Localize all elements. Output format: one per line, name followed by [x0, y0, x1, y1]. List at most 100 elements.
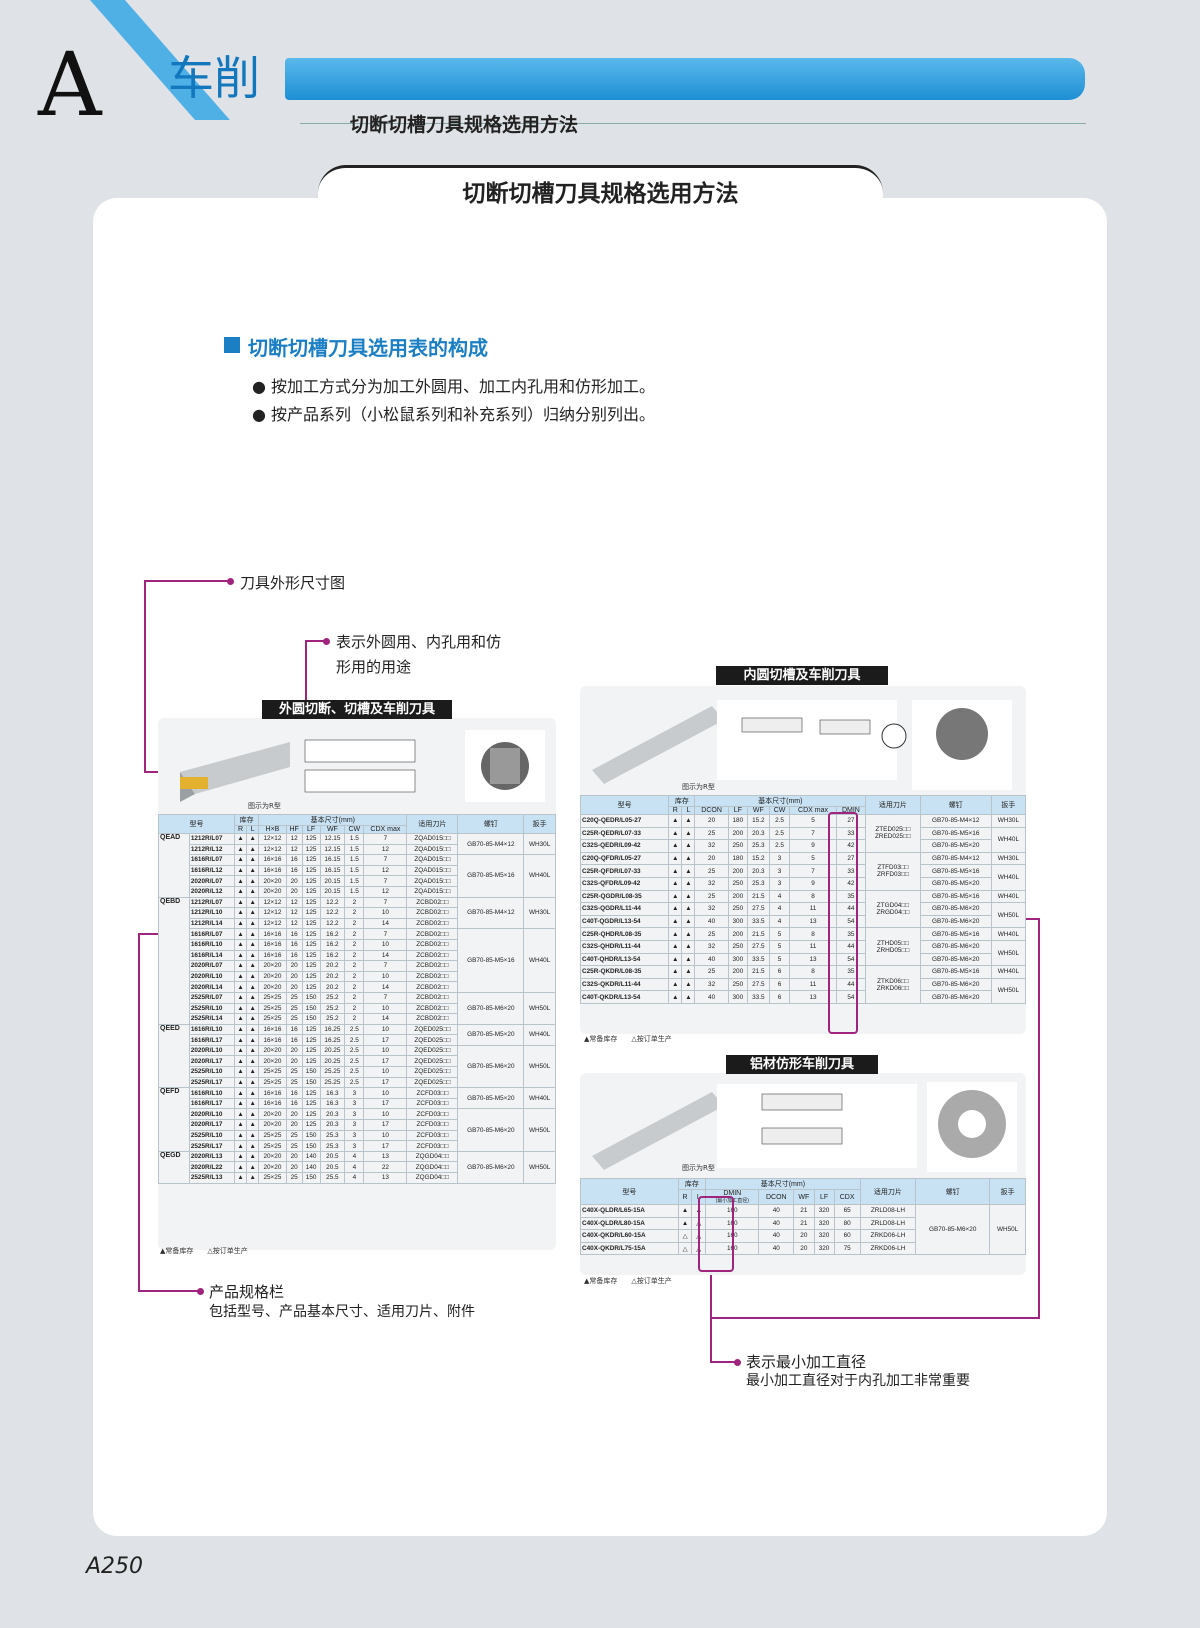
- cell: 200: [727, 927, 748, 941]
- leader-line: [138, 933, 162, 935]
- cell: 16×16: [258, 938, 287, 951]
- cell: 20×20: [258, 960, 287, 972]
- cell: 16: [285, 1023, 303, 1036]
- cell: ▲: [246, 1108, 260, 1121]
- cell: 20: [285, 960, 303, 972]
- cell: ZCBD02□□: [406, 896, 459, 909]
- cell: 320: [813, 1229, 835, 1243]
- cell: GB70-85-M5×20: [919, 876, 992, 891]
- cell: 16.3: [319, 1097, 346, 1110]
- cell: 1.5: [344, 875, 365, 887]
- cell: 300: [727, 914, 748, 929]
- cell: 250: [727, 977, 748, 992]
- cell: 17: [363, 1076, 408, 1089]
- cell: 20.15: [319, 875, 346, 887]
- cell: 13: [363, 1172, 408, 1184]
- cell: 25.3: [319, 1140, 346, 1152]
- cell: ▲: [668, 839, 683, 853]
- cell: ▲: [233, 854, 248, 866]
- cell: 20: [285, 1150, 303, 1163]
- cell: 32: [694, 839, 729, 853]
- cell: 16: [285, 949, 303, 962]
- cell: ▲: [233, 1002, 248, 1015]
- header-cell: 库存: [677, 1178, 707, 1190]
- cell: 125: [301, 1108, 321, 1121]
- cell: 25: [285, 1172, 303, 1184]
- cell: 2: [344, 981, 365, 993]
- cell: C20Q-QFDR/L05-27: [579, 851, 670, 866]
- cell: 320: [813, 1204, 835, 1218]
- cell: GB70-85-M5×16: [457, 854, 525, 898]
- cell: 180: [727, 814, 748, 828]
- cell: 150: [301, 1002, 321, 1015]
- cell: 7: [363, 960, 408, 972]
- cell: 20.5: [319, 1150, 346, 1163]
- cell: 20: [285, 1044, 303, 1057]
- cell: ▲: [246, 1013, 260, 1025]
- cell: 1616R/L12: [188, 864, 235, 877]
- cell: GB70-85-M5×20: [919, 839, 992, 853]
- cell: ▲: [246, 1055, 260, 1068]
- cell: 320: [813, 1241, 835, 1256]
- cell: 12.2: [319, 907, 346, 919]
- leader-dot: [227, 578, 234, 585]
- cell: 25.3: [319, 1129, 346, 1142]
- cell: GB70-85-M5×20: [457, 1023, 525, 1046]
- cell: 300: [727, 990, 748, 1004]
- cell: ZCFD03□□: [406, 1097, 459, 1110]
- cell: ▲: [233, 1055, 248, 1068]
- cell: 2: [344, 896, 365, 909]
- cell: 7: [363, 896, 408, 909]
- cell: 7: [363, 833, 408, 845]
- cell: 2: [344, 970, 365, 983]
- leader-line: [138, 933, 140, 1291]
- cell: WH40L: [990, 927, 1027, 941]
- cell: ▲: [233, 1129, 248, 1142]
- cell: 25: [285, 991, 303, 1004]
- aluminum-tool-drawing: [592, 1082, 1017, 1172]
- cell: 2: [344, 907, 365, 919]
- cell: 180: [727, 851, 748, 866]
- external-title: 外圆切断、切槽及车削刀具: [262, 700, 452, 719]
- cell: 2.5: [344, 1055, 365, 1068]
- cell: 21: [793, 1204, 815, 1218]
- annotation-usage-2: 形用的用途: [336, 658, 412, 676]
- cell: 25: [285, 1013, 303, 1025]
- leader-line: [305, 640, 307, 702]
- leader-line: [710, 1361, 737, 1363]
- cell: 16.25: [319, 1023, 346, 1036]
- cell: 2020R/L17: [188, 1055, 235, 1068]
- header-rule: [300, 123, 1086, 124]
- cell: 125: [301, 896, 321, 909]
- cell: 25×25: [258, 991, 287, 1004]
- cell: 25.5: [319, 1172, 346, 1184]
- cell: ZCBD02□□: [406, 970, 459, 983]
- header-cell: R: [677, 1189, 693, 1205]
- cell: 2.5: [344, 1044, 365, 1057]
- cell: 16×16: [258, 1087, 287, 1099]
- cell: ▲: [246, 875, 260, 887]
- header-cell: 扳手: [989, 1178, 1026, 1205]
- cell: ▲: [681, 990, 696, 1004]
- cell: 27.5: [746, 902, 770, 916]
- header-band: [285, 58, 1085, 100]
- cell: 3: [344, 1129, 365, 1142]
- cell: 20×20: [258, 1108, 287, 1121]
- cell: ▲: [233, 960, 248, 972]
- cell: GB70-85-M6×20: [919, 990, 992, 1004]
- cell: 4: [344, 1161, 365, 1173]
- cell: 20: [285, 875, 303, 887]
- cell: ZTED025□□ ZRED025□□: [865, 814, 921, 853]
- cell: ZCBD02□□: [406, 907, 459, 919]
- cell: ZRKD06-LH: [859, 1241, 917, 1256]
- cell: ▲: [246, 885, 260, 898]
- cell: 2525R/L10: [188, 1129, 235, 1142]
- cell: 40: [694, 914, 729, 929]
- annotation-spec-2: 包括型号、产品基本尺寸、适用刀片、附件: [209, 1304, 475, 1320]
- header-cell: 型号: [579, 795, 670, 815]
- cell: ▲: [233, 970, 248, 983]
- cell: 10: [363, 1002, 408, 1015]
- cell: 125: [301, 907, 321, 919]
